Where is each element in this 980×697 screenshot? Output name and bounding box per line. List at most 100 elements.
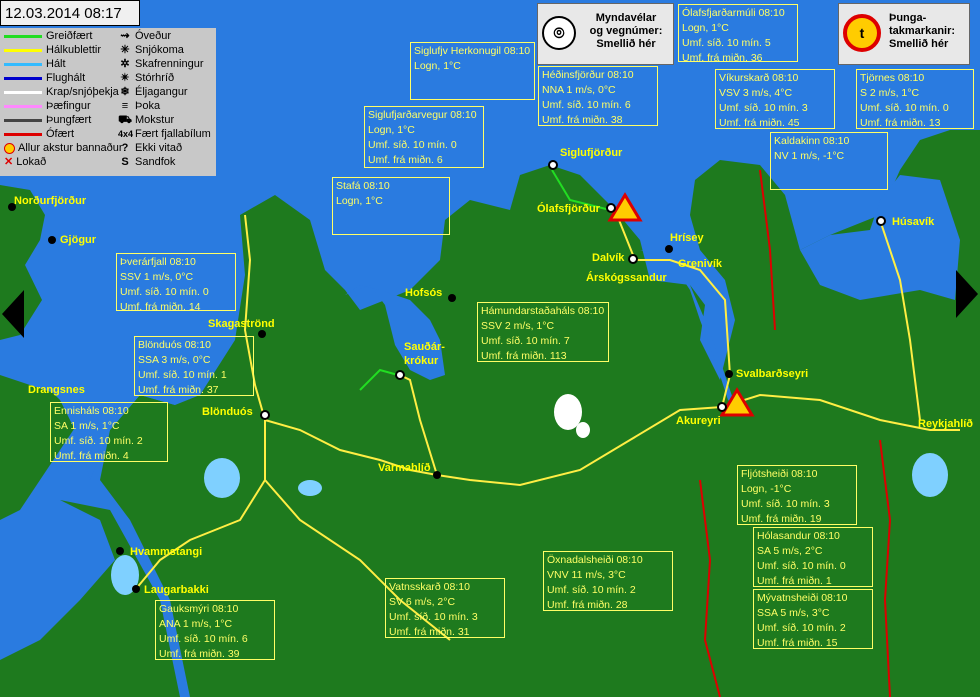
cameras-button[interactable]: ⌾ Myndavélar og vegnúmer: Smellið hér: [537, 3, 674, 65]
station-name: Ennisháls 08:10: [54, 405, 129, 417]
storm-icon: ⇝: [120, 30, 130, 42]
town-marker[interactable]: [8, 203, 16, 211]
station-box[interactable]: Ennisháls 08:10 SA 1 m/s, 1°C Umf. síð. …: [50, 402, 168, 462]
legend-label: Fært fjallabílum: [135, 128, 211, 140]
station-traffic-10: Umf. síð. 10 mín. 6: [159, 633, 248, 645]
station-name: Hólasandur 08:10: [757, 530, 840, 542]
station-box[interactable]: Öxnadalsheiði 08:10 VNV 11 m/s, 3°C Umf.…: [543, 551, 673, 611]
station-traffic-10: Umf. síð. 10 mín. 3: [719, 102, 808, 114]
fog-icon: ≡: [121, 100, 129, 112]
station-box[interactable]: Víkurskarð 08:10 VSV 3 m/s, 4°C Umf. síð…: [715, 69, 835, 129]
town-marker[interactable]: [717, 402, 727, 412]
town-marker[interactable]: [876, 216, 886, 226]
station-traffic-midnight: Umf. frá miðn. 15: [757, 637, 838, 649]
station-name: Fljótsheiði 08:10: [741, 468, 818, 480]
road-swatch: [4, 118, 42, 122]
town-marker[interactable]: [48, 236, 56, 244]
weight-limits-button[interactable]: t Þunga- takmarkanir: Smellið hér: [838, 3, 970, 65]
legend-label: Snjókoma: [135, 44, 184, 56]
road-swatch: [4, 34, 42, 38]
timestamp: 12.03.2014 08:17: [0, 0, 140, 26]
town-marker[interactable]: [258, 330, 266, 338]
town-label: Svalbarðseyri: [736, 368, 809, 380]
station-wind: SA 1 m/s, 1°C: [54, 420, 120, 432]
station-name: Tjörnes 08:10: [860, 72, 925, 84]
town-marker[interactable]: [665, 245, 673, 253]
bay-skagafjordur: [345, 285, 445, 380]
station-name: Mývatnsheiði 08:10: [757, 592, 848, 604]
road-swatch: [4, 104, 42, 108]
town-label: Hvammstangi: [130, 546, 203, 558]
town-marker[interactable]: [395, 370, 405, 380]
town-label: Blönduós: [202, 406, 253, 418]
bay-skjalfandi: [800, 175, 960, 300]
4x4-icon: 4x4: [118, 129, 134, 139]
town-label: Árskógssandur: [586, 272, 667, 284]
legend-label: Þoka: [135, 100, 161, 112]
station-box[interactable]: Vatnsskarð 08:10 SV 6 m/s, 2°C Umf. síð.…: [385, 578, 505, 638]
legend-label: Éljagangur: [135, 86, 188, 98]
station-box[interactable]: Þverárfjall 08:10 SSV 1 m/s, 0°C Umf. sí…: [116, 253, 236, 313]
station-box[interactable]: Gauksmýri 08:10 ANA 1 m/s, 1°C Umf. síð.…: [155, 600, 275, 660]
station-wind: Logn, -1°C: [741, 483, 792, 495]
station-name: Hámundarstaðaháls 08:10: [481, 305, 605, 317]
legend-label: Þæfingur: [46, 100, 91, 112]
station-box[interactable]: Stafá 08:10 Logn, 1°C: [332, 177, 450, 235]
station-box[interactable]: Siglufjv Herkonugil 08:10 Logn, 1°C: [410, 42, 535, 100]
bay-hunafloi: [40, 330, 175, 480]
station-name: Gauksmýri 08:10: [159, 603, 239, 615]
station-box[interactable]: Siglufjarðarvegur 08:10 Logn, 1°C Umf. s…: [364, 106, 484, 168]
station-traffic-10: Umf. síð. 10 mín. 7: [481, 335, 570, 347]
town-marker[interactable]: [116, 547, 124, 555]
station-box[interactable]: Fljótsheiði 08:10 Logn, -1°C Umf. síð. 1…: [737, 465, 857, 525]
station-wind: SSV 1 m/s, 0°C: [120, 271, 194, 283]
station-traffic-midnight: Umf. frá miðn. 31: [389, 626, 470, 638]
legend-label: Lokað: [16, 156, 47, 168]
station-box[interactable]: Tjörnes 08:10 S 2 m/s, 1°C Umf. síð. 10 …: [856, 69, 974, 129]
station-box[interactable]: Kaldakinn 08:10 NV 1 m/s, -1°C: [770, 132, 888, 190]
weight-limit-icon: t: [843, 14, 881, 52]
snow-showers-icon: ❄: [120, 86, 130, 98]
station-box[interactable]: Hámundarstaðaháls 08:10 SSV 2 m/s, 1°C U…: [477, 302, 609, 362]
station-traffic-10: Umf. síð. 10 mín. 0: [757, 560, 846, 572]
closed-icon: ✕: [4, 156, 14, 168]
station-box[interactable]: Mývatnsheiði 08:10 SSA 5 m/s, 3°C Umf. s…: [753, 589, 873, 649]
station-box[interactable]: Ólafsfjarðarmúli 08:10 Logn, 1°C Umf. sí…: [678, 4, 798, 64]
town-label: Dalvík: [592, 252, 625, 264]
legend-label: Ófært: [46, 128, 75, 140]
town-marker[interactable]: [433, 471, 441, 479]
station-name: Kaldakinn 08:10: [774, 135, 850, 147]
town-marker[interactable]: [448, 294, 456, 302]
roadwork-sign[interactable]: [607, 192, 643, 222]
pan-right-arrow[interactable]: [956, 270, 978, 318]
station-box[interactable]: Blönduós 08:10 SSA 3 m/s, 0°C Umf. síð. …: [134, 336, 254, 396]
town-marker[interactable]: [606, 203, 616, 213]
town-label: Hrísey: [670, 232, 704, 244]
road-swatch: [4, 90, 42, 94]
station-traffic-10: Umf. síð. 10 mín. 0: [368, 139, 457, 151]
town-marker[interactable]: [260, 410, 270, 420]
station-box[interactable]: Héðinsfjörður 08:10 NNA 1 m/s, 0°C Umf. …: [538, 66, 658, 126]
town-label: Norðurfjörður: [14, 195, 87, 207]
legend-label: Ekki vitað: [135, 142, 183, 154]
weight-line3: Smellið hér: [889, 38, 949, 50]
station-wind: SSV 2 m/s, 1°C: [481, 320, 555, 332]
land-south-west: [0, 500, 180, 697]
land-strandir: [0, 375, 80, 520]
pan-left-arrow[interactable]: [2, 290, 24, 338]
station-traffic-10: Umf. síð. 10 mín. 0: [120, 286, 209, 298]
station-name: Öxnadalsheiði 08:10: [547, 554, 643, 566]
town-marker[interactable]: [725, 370, 733, 378]
roadwork-sign[interactable]: [719, 387, 755, 417]
station-box[interactable]: Hólasandur 08:10 SA 5 m/s, 2°C Umf. síð.…: [753, 527, 873, 587]
station-traffic-midnight: Umf. frá miðn. 37: [138, 384, 219, 396]
town-marker[interactable]: [548, 160, 558, 170]
town-marker[interactable]: [132, 585, 140, 593]
town-marker[interactable]: [628, 254, 638, 264]
station-traffic-midnight: Umf. frá miðn. 13: [860, 117, 941, 129]
station-name: Héðinsfjörður 08:10: [542, 69, 634, 81]
snowplow-icon: ⛟: [118, 114, 132, 126]
blizzard-icon: ✴: [120, 72, 130, 84]
station-traffic-midnight: Umf. frá miðn. 36: [682, 52, 763, 64]
